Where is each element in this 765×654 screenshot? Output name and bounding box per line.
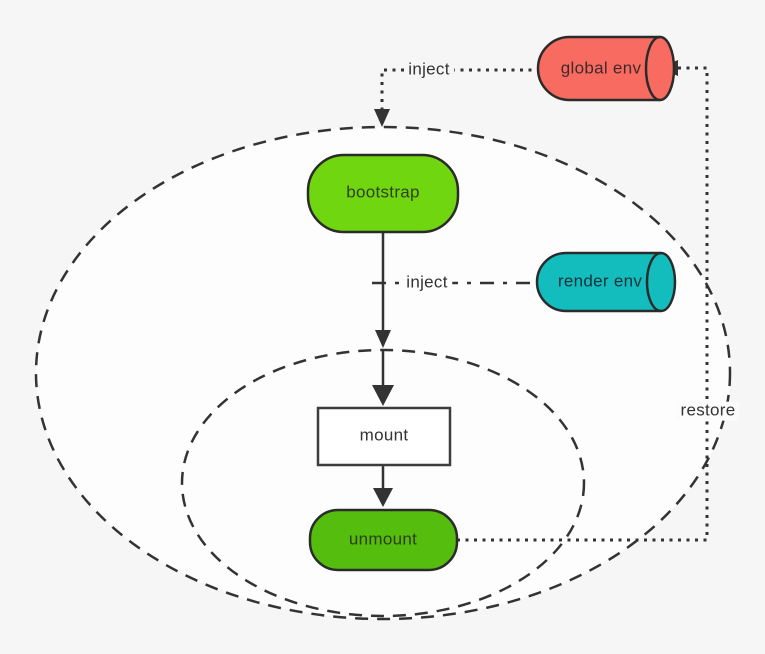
mount-node-shape — [316, 406, 452, 467]
render-env-node-label: render env — [557, 271, 643, 291]
bootstrap-node-shape — [306, 153, 460, 234]
global-env-node-label: global env — [560, 58, 642, 78]
arrowhead-mount-icon — [372, 385, 394, 406]
global-env-node — [536, 35, 676, 102]
inject-render-edge-label: inject — [402, 273, 452, 293]
inject-global-edge-label: inject — [404, 60, 454, 80]
global-env-cylinder-face — [644, 35, 661, 102]
edge-inject-global — [380, 68, 540, 114]
mount-node-label: mount — [359, 425, 409, 445]
arrowhead-unmount-icon — [373, 488, 393, 507]
render-env-node — [535, 251, 677, 313]
arrowhead-bootstrap-icon — [375, 330, 391, 348]
restore-edge-label: restore — [676, 401, 740, 421]
arrowhead-inject-global-icon — [374, 109, 390, 127]
edge-restore — [457, 66, 709, 542]
render-env-cylinder-face — [645, 251, 662, 313]
bootstrap-node-label: bootstrap — [346, 182, 420, 202]
unmount-node-label: unmount — [348, 529, 418, 549]
unmount-node-shape — [308, 508, 459, 572]
